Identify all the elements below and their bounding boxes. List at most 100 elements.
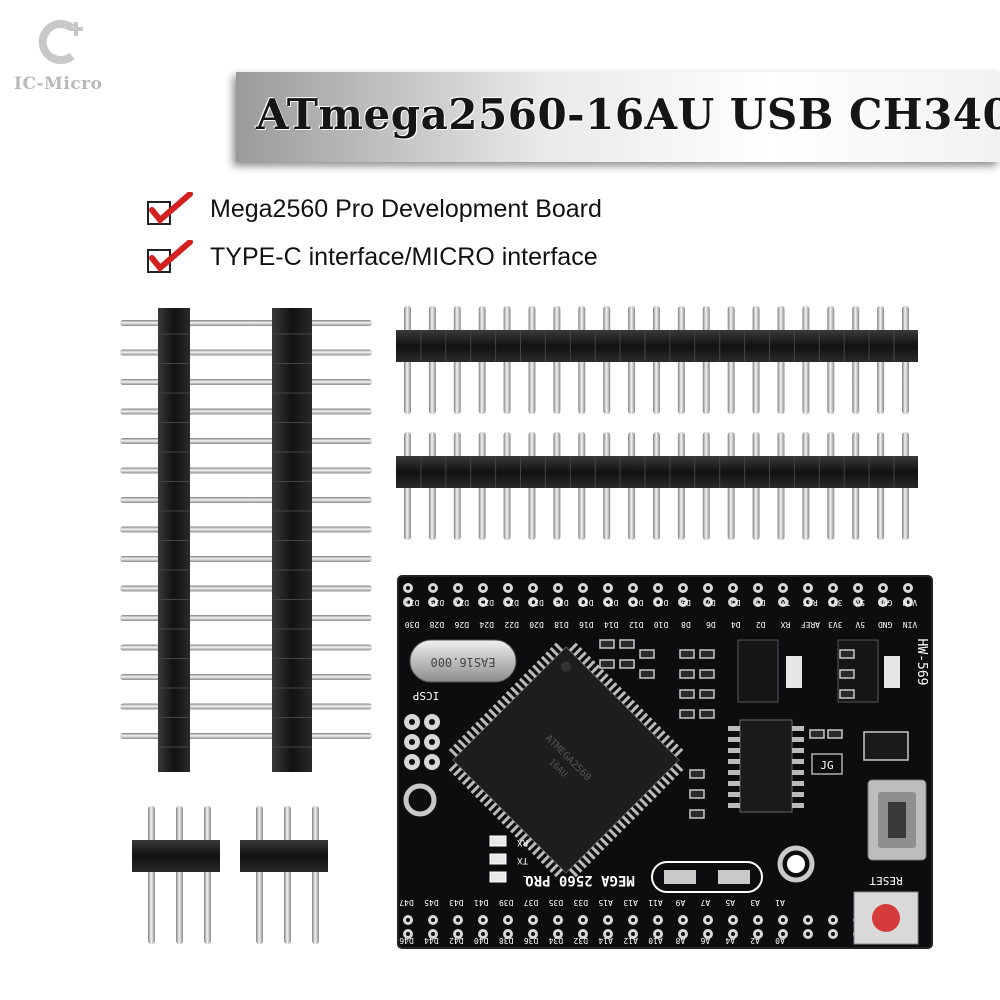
pin-label: A6 <box>700 936 710 945</box>
pin-header-vertical-strips <box>120 308 372 772</box>
pin-label: D25 <box>479 598 494 607</box>
pin-label: D44 <box>424 936 439 945</box>
pin-label: 3V3 <box>828 620 843 629</box>
pin-label: D19 <box>554 598 569 607</box>
pin-label: 5V <box>855 620 865 629</box>
pin-label: TX <box>781 598 791 607</box>
pin-label: D16 <box>579 620 594 629</box>
ch340g-chip <box>728 719 804 813</box>
pin-label: D7 <box>706 598 716 607</box>
header-pads <box>403 583 913 939</box>
pin-label: D12 <box>629 620 644 629</box>
mounting-hole-center <box>787 855 805 873</box>
pin-label: D46 <box>399 936 414 945</box>
pin-label: D47 <box>399 898 414 907</box>
pin-label: D32 <box>573 936 588 945</box>
header-plastic <box>132 840 220 872</box>
jg-label: JG <box>820 759 833 772</box>
pin-label: D23 <box>504 598 519 607</box>
mega2560-pro-board: VINGND5V3V3RSTTXD3D5D7D9D11D13D15D17D19D… <box>397 575 933 949</box>
pin-label: D37 <box>524 898 539 907</box>
pin <box>284 806 291 944</box>
pin-label: D9 <box>681 598 691 607</box>
pin-label: D38 <box>499 936 514 945</box>
pin-label: D34 <box>548 936 563 945</box>
reset-label: RESET <box>869 874 902 887</box>
banner-title: ATmega2560-16AU USB CH340G <box>256 90 1000 139</box>
led-label: RX <box>517 837 528 847</box>
pin-label: D42 <box>449 936 464 945</box>
title-banner: ATmega2560-16AU USB CH340G <box>236 72 1000 162</box>
pin-label: D39 <box>499 898 514 907</box>
icsp-label: ICSP <box>412 689 439 702</box>
micro-usb-port[interactable] <box>867 779 927 861</box>
feature-text: TYPE-C interface/MICRO interface <box>210 242 598 271</box>
pin-label: GND <box>878 620 893 629</box>
pin-label: D2 <box>756 620 766 629</box>
pin-label: D35 <box>548 898 563 907</box>
pin-label: D24 <box>479 620 494 629</box>
pin-label: D14 <box>604 620 619 629</box>
pin-label: D31 <box>405 598 420 607</box>
pin-header-3pin <box>132 806 328 944</box>
pin <box>312 806 319 944</box>
pin-label: GND <box>878 598 893 607</box>
logo-mark-icon <box>38 20 83 64</box>
pin-label: D11 <box>654 598 669 607</box>
pin-label: RST <box>803 598 818 607</box>
pin-label: D15 <box>604 598 619 607</box>
pin-label: A1 <box>775 898 785 907</box>
pin-label: A7 <box>700 898 710 907</box>
pin-label: A5 <box>725 898 735 907</box>
silkscreen-bottom-labels: A1A3A5A7A9A11A13A15D33D35D37D39D41D43D45… <box>399 898 785 945</box>
check-icon <box>147 240 193 273</box>
pin-label: AREF <box>801 620 820 629</box>
pin-label: VIN <box>903 620 918 629</box>
pin-label: RX <box>781 620 791 629</box>
pin-label: D4 <box>731 620 741 629</box>
led-label: TX <box>517 855 528 865</box>
pin-label: A8 <box>675 936 685 945</box>
pin-label: D8 <box>681 620 691 629</box>
feature-text: Mega2560 Pro Development Board <box>210 194 602 223</box>
pin-label: A3 <box>750 898 760 907</box>
pin-label: D6 <box>706 620 716 629</box>
feature-item-2: TYPE-C interface/MICRO interface <box>146 240 598 274</box>
pin-label: D30 <box>405 620 420 629</box>
reset-button[interactable] <box>853 891 919 945</box>
pin-label: VIN <box>903 598 918 607</box>
pin-label: D40 <box>474 936 489 945</box>
icsp-header <box>404 714 440 770</box>
header-plastic <box>240 840 328 872</box>
pin-label: D22 <box>504 620 519 629</box>
pin-label: A10 <box>648 936 663 945</box>
pin-label: D10 <box>654 620 669 629</box>
pin-label: D20 <box>529 620 544 629</box>
pin-label: D5 <box>731 598 741 607</box>
pin <box>256 806 263 944</box>
pin-label: D45 <box>424 898 439 907</box>
pin-label: A9 <box>675 898 685 907</box>
mounting-hole <box>403 783 437 817</box>
pin-label: D27 <box>454 598 469 607</box>
logo-text: IC-Micro <box>14 74 103 94</box>
pin-label: D21 <box>529 598 544 607</box>
regulator-tab <box>786 656 802 688</box>
pin-label: D43 <box>449 898 464 907</box>
pin-label: 3V3 <box>828 598 843 607</box>
pin-label: D18 <box>554 620 569 629</box>
pin-label: D13 <box>629 598 644 607</box>
smd-components <box>599 639 909 819</box>
regulator-tab <box>884 656 900 688</box>
pin-label: A4 <box>725 936 735 945</box>
pin-label: A11 <box>648 898 663 907</box>
check-icon <box>147 192 193 225</box>
pin-label: A14 <box>598 936 613 945</box>
pin <box>176 806 183 944</box>
pin-label: D33 <box>573 898 588 907</box>
pin-label: A13 <box>623 898 638 907</box>
crystal-oscillator: EAS16.000 <box>409 639 517 683</box>
pin-label: A2 <box>750 936 760 945</box>
pin-label: D3 <box>756 598 766 607</box>
